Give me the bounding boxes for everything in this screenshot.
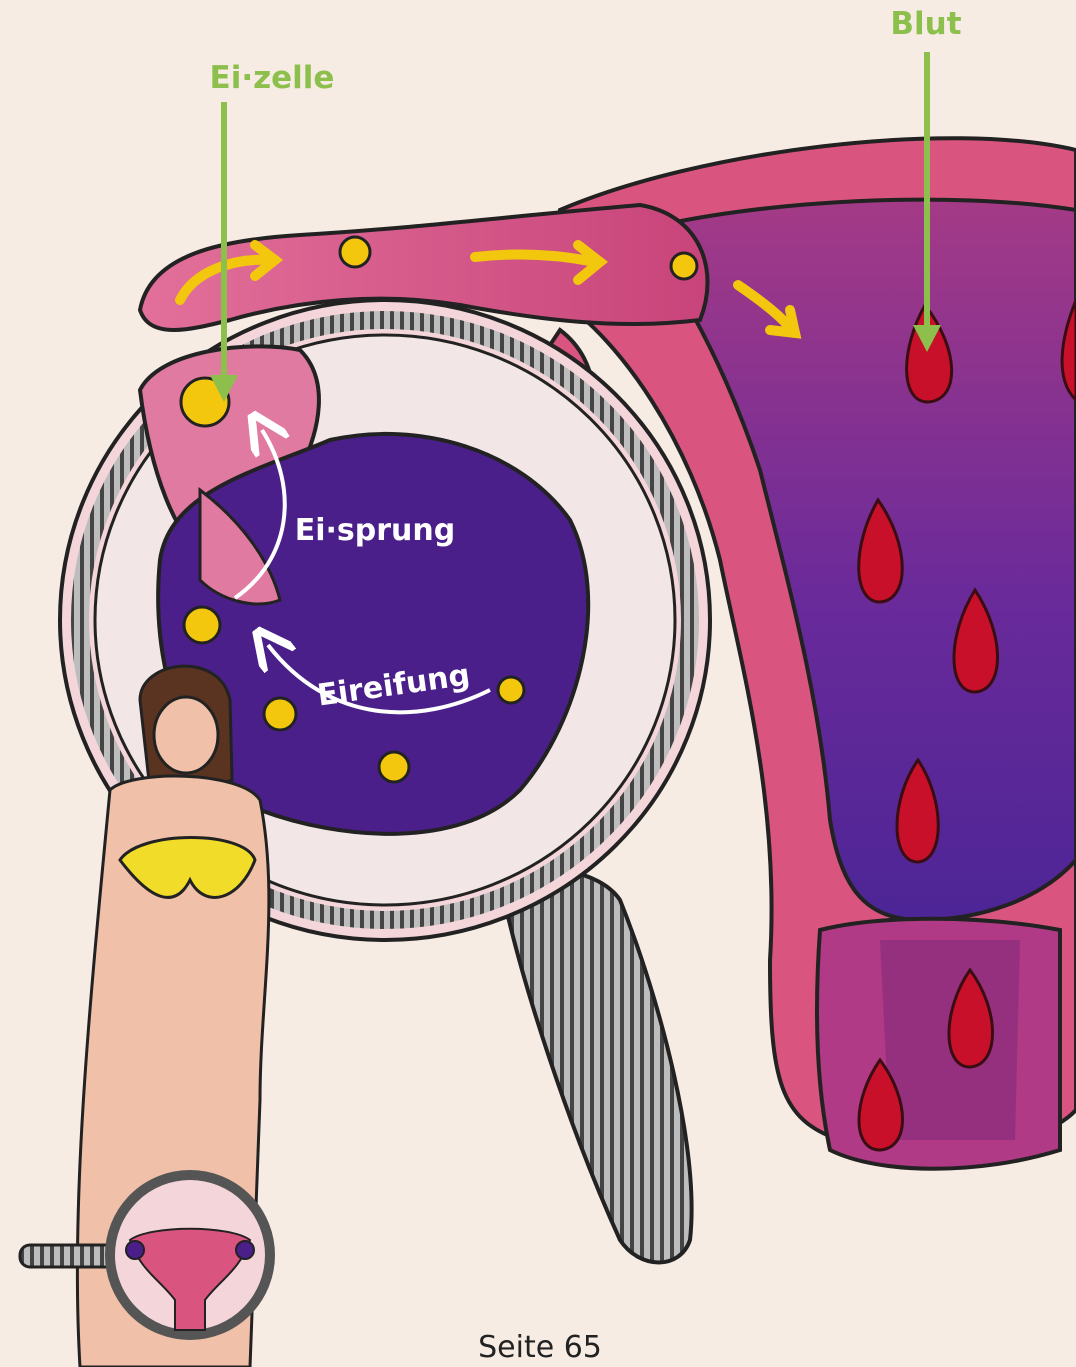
egg-cell-icon <box>671 253 697 279</box>
magnifier-handle <box>500 870 692 1263</box>
woman-face <box>154 697 218 773</box>
label-egg-cell: Ei·zelle <box>210 60 335 96</box>
egg-cell-icon <box>184 607 220 643</box>
egg-cell-icon <box>379 752 409 782</box>
label-blood: Blut <box>890 6 961 42</box>
egg-cell-icon <box>340 237 370 267</box>
page-number: Seite 65 <box>470 1330 610 1365</box>
egg-cell-icon <box>264 698 296 730</box>
label-ovulation: Ei·sprung <box>295 513 456 548</box>
egg-cell-icon <box>498 677 524 703</box>
